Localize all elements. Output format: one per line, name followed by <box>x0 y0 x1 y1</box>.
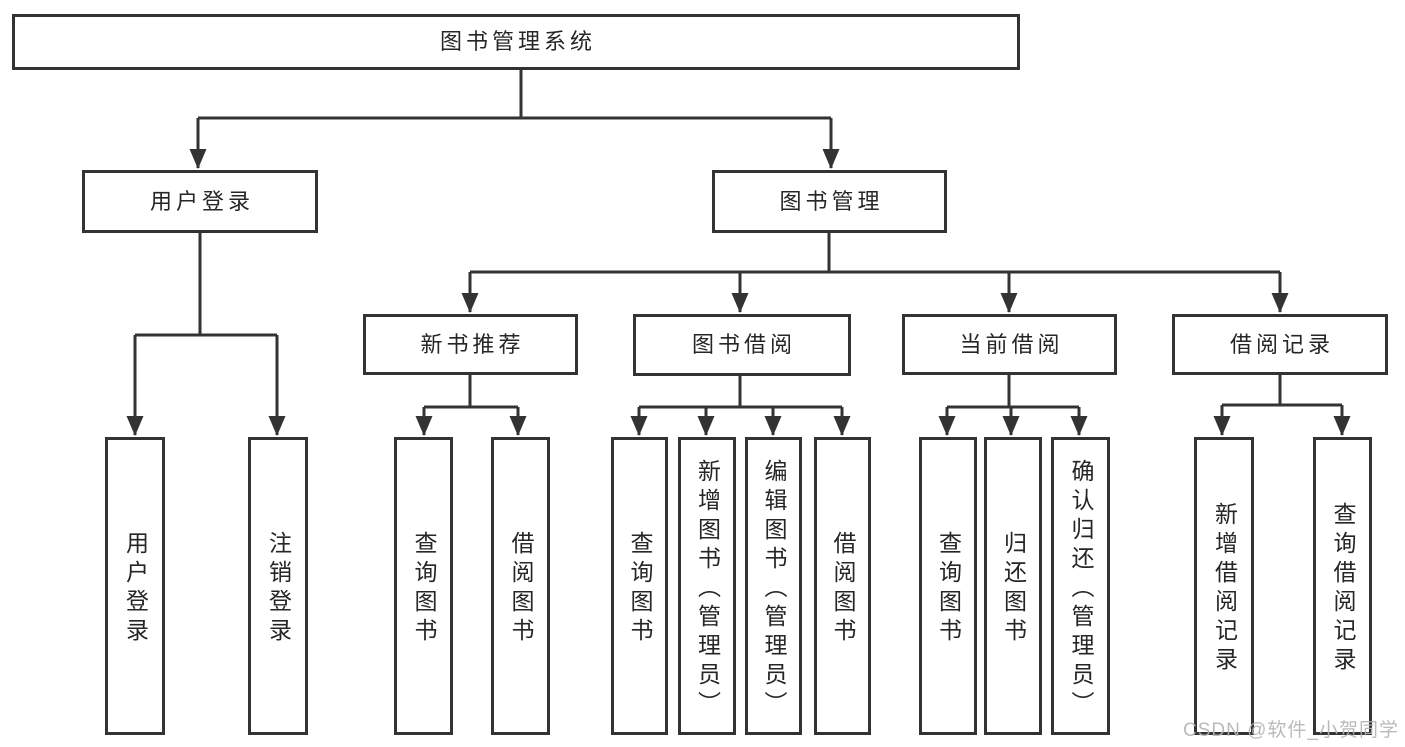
leaf-borrowing-query-book-label: 查询图书 <box>627 531 653 647</box>
leaf-add-book-admin-label: 新增图书（管理员） <box>694 458 721 720</box>
node-borrow-records-label: 借阅记录 <box>1229 331 1334 357</box>
leaf-newbooks-query-book: 查询图书 <box>394 437 453 735</box>
leaf-confirm-return-admin-label: 确认归还（管理员） <box>1068 458 1094 720</box>
node-borrow-records: 借阅记录 <box>1172 314 1388 375</box>
leaf-borrowing-borrow-book: 借阅图书 <box>814 437 871 735</box>
node-book-management-label: 图书管理 <box>779 188 884 214</box>
node-current-borrowing-label: 当前借阅 <box>959 331 1064 357</box>
leaf-logout-label: 注销登录 <box>265 531 292 647</box>
leaf-query-borrow-record: 查询借阅记录 <box>1313 437 1372 735</box>
csdn-watermark: CSDN @软件_小贺同学 <box>1183 720 1399 741</box>
node-book-borrowing-label: 图书借阅 <box>691 332 796 357</box>
node-book-management: 图书管理 <box>712 170 947 233</box>
leaf-user-login: 用户登录 <box>105 437 165 735</box>
leaf-return-book-label: 归还图书 <box>1000 531 1027 647</box>
leaf-query-borrow-record-label: 查询借阅记录 <box>1330 502 1356 676</box>
node-current-borrowing: 当前借阅 <box>902 314 1117 375</box>
leaf-borrowing-borrow-book-label: 借阅图书 <box>830 531 856 647</box>
leaf-borrowing-query-book: 查询图书 <box>611 437 668 735</box>
leaf-edit-book-admin: 编辑图书（管理员） <box>745 437 802 735</box>
leaf-newbooks-borrow-book: 借阅图书 <box>491 437 550 735</box>
node-new-book-recommend: 新书推荐 <box>363 314 578 375</box>
node-new-book-recommend-label: 新书推荐 <box>420 331 525 357</box>
node-root-label: 图书管理系统 <box>439 29 596 54</box>
leaf-add-book-admin: 新增图书（管理员） <box>678 437 736 735</box>
node-user-login: 用户登录 <box>82 170 318 233</box>
node-user-login-label: 用户登录 <box>149 188 254 214</box>
leaf-user-login-label: 用户登录 <box>122 531 149 647</box>
leaf-newbooks-borrow-book-label: 借阅图书 <box>508 531 534 647</box>
leaf-confirm-return-admin: 确认归还（管理员） <box>1051 437 1110 735</box>
node-book-borrowing: 图书借阅 <box>633 314 851 376</box>
node-root: 图书管理系统 <box>12 14 1020 70</box>
leaf-newbooks-query-book-label: 查询图书 <box>411 531 437 647</box>
leaf-logout: 注销登录 <box>248 437 308 735</box>
leaf-current-query-book-label: 查询图书 <box>935 531 962 647</box>
leaf-add-borrow-record: 新增借阅记录 <box>1194 437 1254 735</box>
leaf-edit-book-admin-label: 编辑图书（管理员） <box>761 458 787 720</box>
leaf-current-query-book: 查询图书 <box>919 437 977 735</box>
leaf-add-borrow-record-label: 新增借阅记录 <box>1211 502 1238 676</box>
leaf-return-book: 归还图书 <box>984 437 1042 735</box>
